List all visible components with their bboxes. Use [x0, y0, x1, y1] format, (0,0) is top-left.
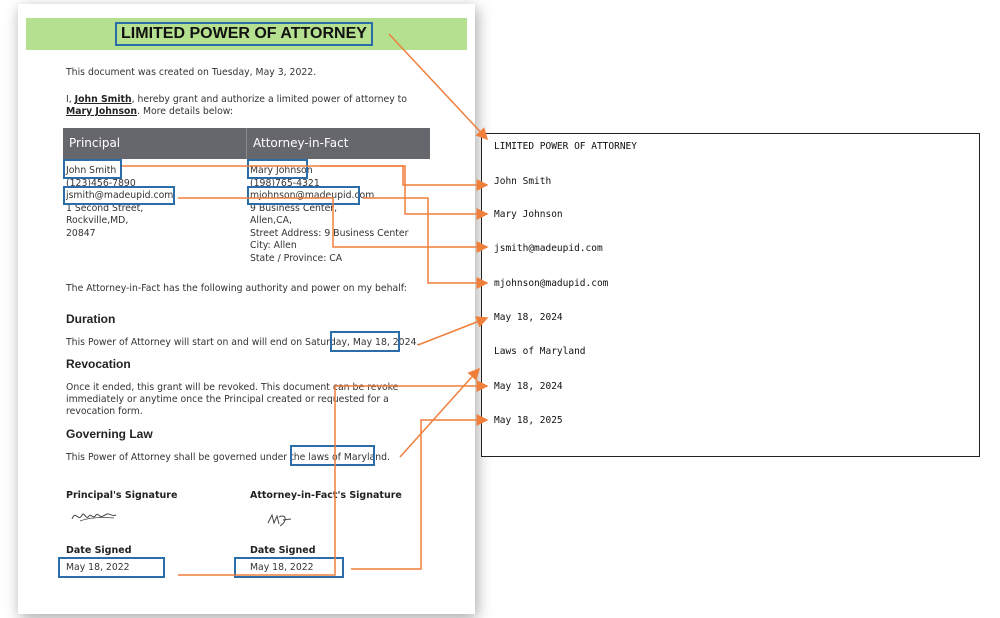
- connector-title: [388, 33, 489, 141]
- attorney-email: mjohnson@madeupid.com: [250, 190, 375, 201]
- authority-text: The Attorney-in-Fact has the following a…: [66, 283, 407, 294]
- connector-principal-email: [178, 197, 489, 253]
- highlight-attorney-email: [247, 186, 360, 205]
- extracted-title: LIMITED POWER OF ATTORNEY: [494, 141, 637, 152]
- extracted-principal-date: May 18, 2024: [494, 381, 563, 392]
- created-line: This document was created on Tuesday, Ma…: [66, 67, 317, 78]
- principal-email: jsmith@madeupid.com: [66, 190, 174, 201]
- grantor-name: John Smith: [74, 94, 132, 105]
- highlight-principal-name: [63, 159, 122, 179]
- extracted-attorney-date: May 18, 2025: [494, 415, 563, 426]
- highlight-attorney-name: [247, 159, 308, 179]
- principal-name: John Smith: [66, 165, 117, 176]
- connector-governing-law: [399, 367, 481, 458]
- document-page: [18, 4, 475, 614]
- extracted-attorney-name: Mary Johnson: [494, 209, 563, 220]
- duration-text: This Power of Attorney will start on and…: [66, 337, 420, 348]
- highlight-end-date: [330, 331, 400, 352]
- connector-end-date: [417, 316, 489, 346]
- highlight-governing-law: [290, 445, 375, 466]
- revocation-text: Once it ended, this grant will be revoke…: [66, 382, 399, 417]
- governing-law-text: This Power of Attorney shall be governed…: [66, 452, 390, 463]
- attorney-address-1: 9 Business Center,: [250, 203, 338, 214]
- principal-signature: [71, 513, 117, 522]
- attorney-state: State / Province: CA: [250, 253, 343, 264]
- highlight-principal-date: [58, 557, 165, 578]
- duration-heading: Duration: [66, 312, 116, 326]
- extracted-governing-law: Laws of Maryland: [494, 346, 586, 357]
- revocation-heading: Revocation: [66, 357, 131, 371]
- connector-principal-date: [178, 380, 489, 576]
- principal-signature-label: Principal's Signature: [66, 490, 178, 501]
- attorney-address-2: Allen,CA,: [250, 215, 292, 226]
- attorney-signature: [267, 513, 292, 527]
- attorney-name: Mary Johnson: [250, 165, 313, 176]
- extraction-panel: [481, 133, 980, 457]
- attorney-phone: (198)765-4321: [250, 178, 320, 189]
- attorney-street: Street Address: 9 Business Center: [250, 228, 409, 239]
- connector-principal-name: [122, 165, 489, 191]
- grant-paragraph: I, John Smith, hereby grant and authoriz…: [66, 94, 407, 117]
- extracted-principal-name: John Smith: [494, 176, 552, 187]
- attorney-city: City: Allen: [250, 240, 297, 251]
- attorney-signature-label: Attorney-in-Fact's Signature: [250, 490, 402, 501]
- connector-attorney-date: [351, 414, 489, 570]
- connector-attorney-email: [363, 197, 489, 289]
- principal-address-2: Rockville,MD,: [66, 215, 129, 226]
- principal-date-signed: May 18, 2022: [66, 562, 130, 573]
- governing-law-heading: Governing Law: [66, 427, 153, 441]
- principal-address-1: 1 Second Street,: [66, 203, 144, 214]
- grantee-name: Mary Johnson: [66, 106, 138, 117]
- highlight-principal-email: [63, 186, 175, 205]
- extracted-end-date: May 18, 2024: [494, 312, 563, 323]
- principal-date-label: Date Signed: [66, 545, 132, 556]
- attorney-date-signed: May 18, 2022: [250, 562, 314, 573]
- attorney-header: Attorney-in-Fact: [246, 128, 430, 159]
- principal-header: Principal: [63, 128, 246, 159]
- principal-zip: 20847: [66, 228, 96, 239]
- extracted-principal-email: jsmith@madeupid.com: [494, 243, 603, 254]
- document-title: LIMITED POWER OF ATTORNEY: [115, 22, 373, 46]
- highlight-attorney-date: [234, 557, 344, 578]
- attorney-date-label: Date Signed: [250, 545, 316, 556]
- extracted-attorney-email: mjohnson@madupid.com: [494, 278, 609, 289]
- principal-phone: (123)456-7890: [66, 178, 136, 189]
- connector-attorney-name: [320, 165, 489, 220]
